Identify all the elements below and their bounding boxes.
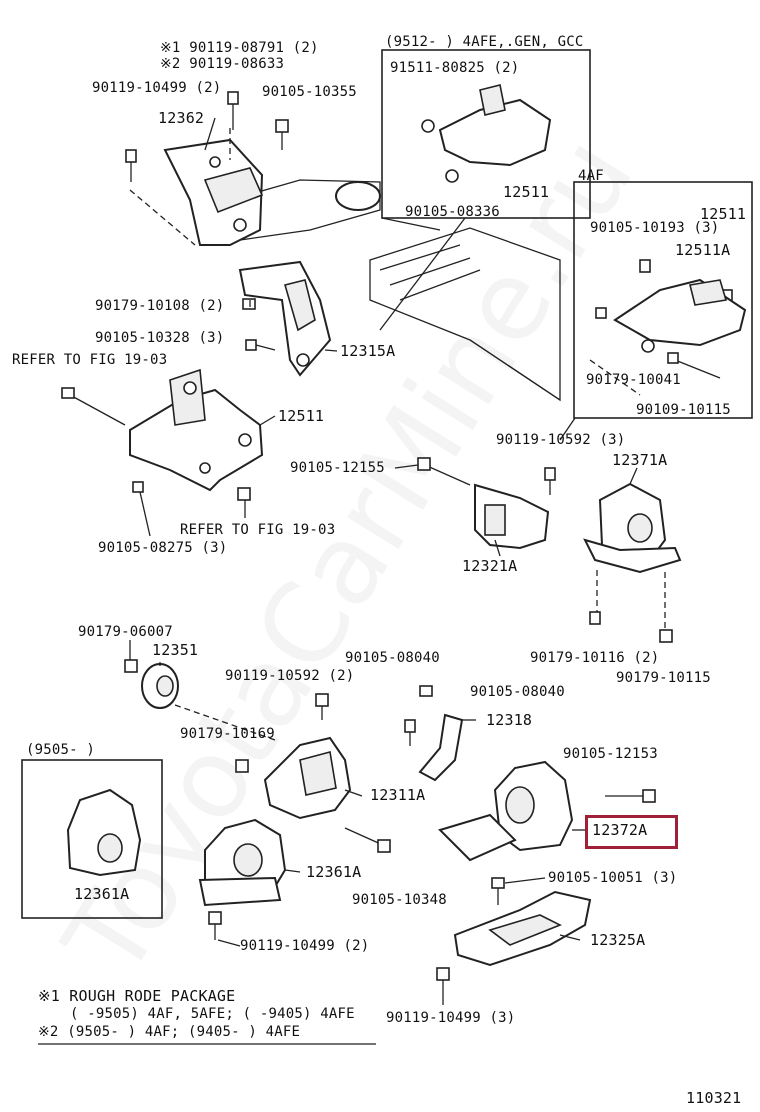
label-inset1-title: (9512- ) 4AFE,.GEN, GCC xyxy=(385,34,584,50)
footnote-2: ※2 (9505- ) 4AF; (9405- ) 4AFE xyxy=(38,1024,301,1040)
label-12511A: 12511A xyxy=(675,241,731,259)
label-90179-10041: 90179-10041 xyxy=(586,372,681,388)
label-90179-10116: 90179-10116 (2) xyxy=(530,650,660,666)
label-90109-10115: 90109-10115 xyxy=(636,402,731,418)
part-12511-inset2 xyxy=(613,278,747,353)
label-90119-10499-b3: 90119-10499 (3) xyxy=(386,1010,516,1026)
label-12318: 12318 xyxy=(486,711,533,729)
label-90179-10115: 90179-10115 xyxy=(616,670,711,686)
label-note2-bolt: ※2 90119-08633 xyxy=(160,56,285,72)
label-12361A: 12361A xyxy=(306,863,362,881)
label-12371A: 12371A xyxy=(612,451,668,469)
label-12315A: 12315A xyxy=(340,342,396,360)
label-refer-fig-1: REFER TO FIG 19-03 xyxy=(12,352,168,368)
label-90179-06007: 90179-06007 xyxy=(78,624,173,640)
part-12321A xyxy=(474,483,550,550)
part-12362 xyxy=(163,138,264,246)
part-12325A xyxy=(453,890,592,967)
part-12361A xyxy=(198,818,287,907)
label-12325A: 12325A xyxy=(590,931,646,949)
label-refer-fig-2: REFER TO FIG 19-03 xyxy=(180,522,336,538)
label-90119-10499-bottom: 90119-10499 (2) xyxy=(240,938,370,954)
label-90105-08275: 90105-08275 (3) xyxy=(98,540,228,556)
part-12511-inset1 xyxy=(421,84,552,183)
label-12361A-inset: 12361A xyxy=(74,885,130,903)
label-12372A[interactable]: 12372A xyxy=(592,821,648,839)
label-90105-12155: 90105-12155 xyxy=(290,460,385,476)
label-12511-inset1: 12511 xyxy=(503,183,550,201)
inset-box-4afe-gen xyxy=(381,49,591,219)
label-90105-08336: 90105-08336 xyxy=(405,204,500,220)
label-90105-10348: 90105-10348 xyxy=(352,892,447,908)
label-12311A: 12311A xyxy=(370,786,426,804)
bolts xyxy=(61,91,733,995)
label-90105-10051: 90105-10051 (3) xyxy=(548,870,678,886)
label-90105-12153: 90105-12153 xyxy=(563,746,658,762)
highlight-12372A xyxy=(585,815,678,849)
leader-lines xyxy=(129,117,641,1005)
label-90119-10592-a: 90119-10592 (3) xyxy=(496,432,626,448)
engine-block xyxy=(229,179,561,402)
part-12511-mid xyxy=(129,368,264,492)
label-note1-bolt: ※1 90119-08791 (2) xyxy=(160,40,319,56)
part-12318 xyxy=(418,713,464,782)
label-90105-10355: 90105-10355 xyxy=(262,84,357,100)
label-90119-10592-b: 90119-10592 (2) xyxy=(225,668,355,684)
label-90105-08040-b: 90105-08040 xyxy=(470,684,565,700)
part-12351 xyxy=(141,663,179,709)
label-90105-10193: 90105-10193 (3) xyxy=(590,220,720,236)
label-inset2-title: 4AF xyxy=(578,168,604,184)
label-90179-10108: 90179-10108 (2) xyxy=(95,298,225,314)
label-90119-10499-top: 90119-10499 (2) xyxy=(92,80,222,96)
part-12361A-inset xyxy=(66,788,142,877)
label-12362: 12362 xyxy=(158,109,205,127)
label-90105-10328: 90105-10328 (3) xyxy=(95,330,225,346)
inset-box-4af xyxy=(573,181,753,419)
label-inset3-title: (9505- ) xyxy=(26,742,96,758)
part-12371A xyxy=(583,482,682,630)
label-12511-mid: 12511 xyxy=(278,407,325,425)
label-12511-inset2: 12511 xyxy=(700,205,747,223)
label-91511-80825: 91511-80825 (2) xyxy=(390,60,520,76)
label-90179-10169: 90179-10169 xyxy=(180,726,275,742)
inset-box-9505 xyxy=(21,759,163,919)
part-12311A xyxy=(263,736,352,820)
label-12321A: 12321A xyxy=(462,557,518,575)
label-12351: 12351 xyxy=(152,641,199,659)
label-90105-08040-a: 90105-08040 xyxy=(345,650,440,666)
part-12372A xyxy=(438,760,574,862)
part-12315A xyxy=(238,260,332,377)
footnote-1: ※1 ROUGH RODE PACKAGE xyxy=(38,987,236,1005)
figure-number: 110321 xyxy=(686,1089,742,1107)
footnote-1-detail: ( -9505) 4AF, 5AFE; ( -9405) 4AFE xyxy=(70,1006,355,1022)
